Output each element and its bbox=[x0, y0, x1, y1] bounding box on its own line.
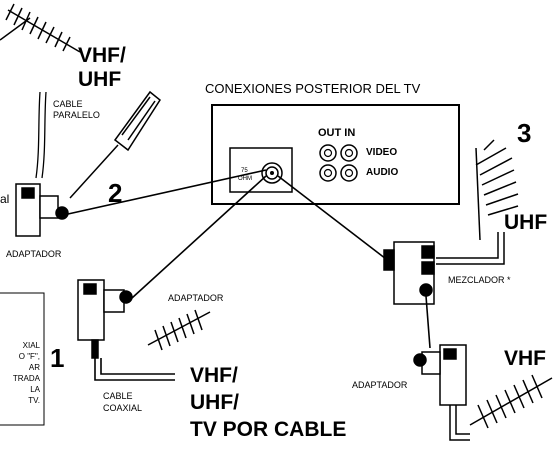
vhf-bottom-line2: UHF/ bbox=[190, 391, 239, 414]
side-note-line: TV. bbox=[28, 396, 40, 405]
out-in-label: OUT IN bbox=[318, 127, 356, 139]
parallel-cable bbox=[35, 91, 47, 179]
adapter-left bbox=[15, 183, 69, 237]
audio-out-jack bbox=[319, 164, 337, 182]
vhf-bottom-line1: VHF/ bbox=[190, 364, 238, 387]
video-label: VIDEO bbox=[366, 147, 398, 158]
side-note-line: TRADA bbox=[12, 374, 40, 383]
coax-lead-1 bbox=[94, 358, 175, 381]
side-note-line: O "F", bbox=[18, 352, 40, 361]
step-two: 2 bbox=[108, 178, 123, 208]
mixer bbox=[383, 241, 435, 305]
cable-paralelo-line1: CABLE bbox=[53, 99, 83, 109]
audio-in-jack bbox=[340, 164, 358, 182]
vhf-antenna-right bbox=[469, 374, 553, 429]
side-note-line: LA bbox=[30, 385, 40, 394]
vhf-bottom-line3: TV POR CABLE bbox=[190, 418, 347, 441]
vhf-uhf-antenna-top bbox=[0, 3, 81, 53]
cable-coaxial-line2: COAXIAL bbox=[103, 403, 143, 413]
side-note-box bbox=[0, 292, 45, 426]
cable-coaxial-line1: CABLE bbox=[103, 391, 133, 401]
partial-al-label: al bbox=[0, 192, 10, 206]
step-three: 3 bbox=[517, 118, 532, 148]
vhf-lead bbox=[449, 405, 470, 441]
video-in-jack bbox=[340, 144, 358, 162]
antenna-ohm-label: OHM bbox=[238, 176, 252, 182]
side-note-line: AR bbox=[28, 363, 40, 372]
adapter-right bbox=[413, 344, 467, 406]
uhf-lead bbox=[436, 232, 505, 265]
vhf-uhf-antenna-middle bbox=[147, 309, 211, 351]
adaptador-mid-label: ADAPTADOR bbox=[168, 293, 224, 303]
screwdriver-icon bbox=[69, 90, 161, 199]
mezclador-label: MEZCLADOR * bbox=[448, 275, 511, 285]
side-note-line: XIAL bbox=[22, 341, 40, 350]
antenna-input-plate bbox=[229, 147, 293, 193]
vhf-uhf-top-line1: VHF/ bbox=[78, 44, 126, 67]
vhf-uhf-top-line2: UHF bbox=[78, 68, 122, 91]
cable-paralelo-line2: PARALELO bbox=[53, 110, 100, 120]
uhf-right-label: UHF bbox=[504, 211, 548, 234]
antenna-symbol-label: 75 bbox=[241, 168, 248, 174]
step-one: 1 bbox=[50, 343, 65, 373]
audio-label: AUDIO bbox=[366, 167, 399, 178]
adaptador-left-label: ADAPTADOR bbox=[6, 249, 62, 259]
uhf-antenna bbox=[475, 139, 519, 241]
video-out-jack bbox=[319, 144, 337, 162]
adaptador-right-label: ADAPTADOR bbox=[352, 380, 408, 390]
coax-cables bbox=[67, 169, 431, 349]
diagram-title: CONEXIONES POSTERIOR DEL TV bbox=[205, 81, 421, 96]
adapter-middle bbox=[77, 279, 133, 359]
vhf-right-label: VHF bbox=[504, 347, 546, 370]
